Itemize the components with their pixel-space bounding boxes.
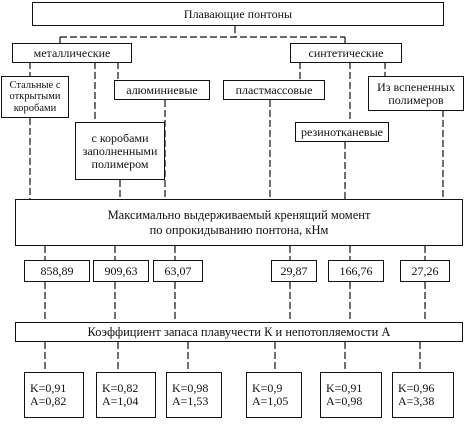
subtype-aluminum: алюминиевые: [114, 80, 210, 100]
coefficient-result: K=0,91 A=0,82: [24, 372, 84, 418]
category-synthetic: синтетические: [290, 43, 402, 63]
subtype-plastic: пластмассовые: [223, 80, 325, 100]
coefficient-result: K=0,9 A=1,05: [246, 372, 302, 418]
moment-value: 166,76: [328, 260, 384, 282]
root-node: Плавающие понтоны: [32, 2, 444, 26]
moment-value: 29,87: [271, 260, 317, 282]
coefficient-result: K=0,82 A=1,04: [96, 372, 156, 418]
subtype-rubber: резинотканевые: [295, 122, 389, 142]
moment-header: Максимально выдерживаемый кренящий момен…: [15, 199, 463, 246]
coefficient-header: Коэффициент запаса плавучести К и непото…: [15, 322, 463, 342]
moment-value: 909,63: [93, 260, 149, 282]
moment-value: 858,89: [24, 260, 90, 282]
subtype-foamed: Из вспененных полимеров: [368, 76, 464, 111]
subtype-steel: Стальные с открытыми коробами: [1, 76, 69, 118]
moment-value: 27,26: [400, 260, 450, 282]
coefficient-result: K=0,96 A=3,38: [392, 372, 454, 418]
moment-value: 63,07: [153, 260, 203, 282]
coefficient-result: K=0,98 A=1,53: [166, 372, 222, 418]
coefficient-result: K=0,91 A=0,98: [320, 372, 382, 418]
category-metallic: металлические: [12, 43, 132, 63]
subtype-filled: с коробами заполненными полимером: [75, 122, 165, 180]
